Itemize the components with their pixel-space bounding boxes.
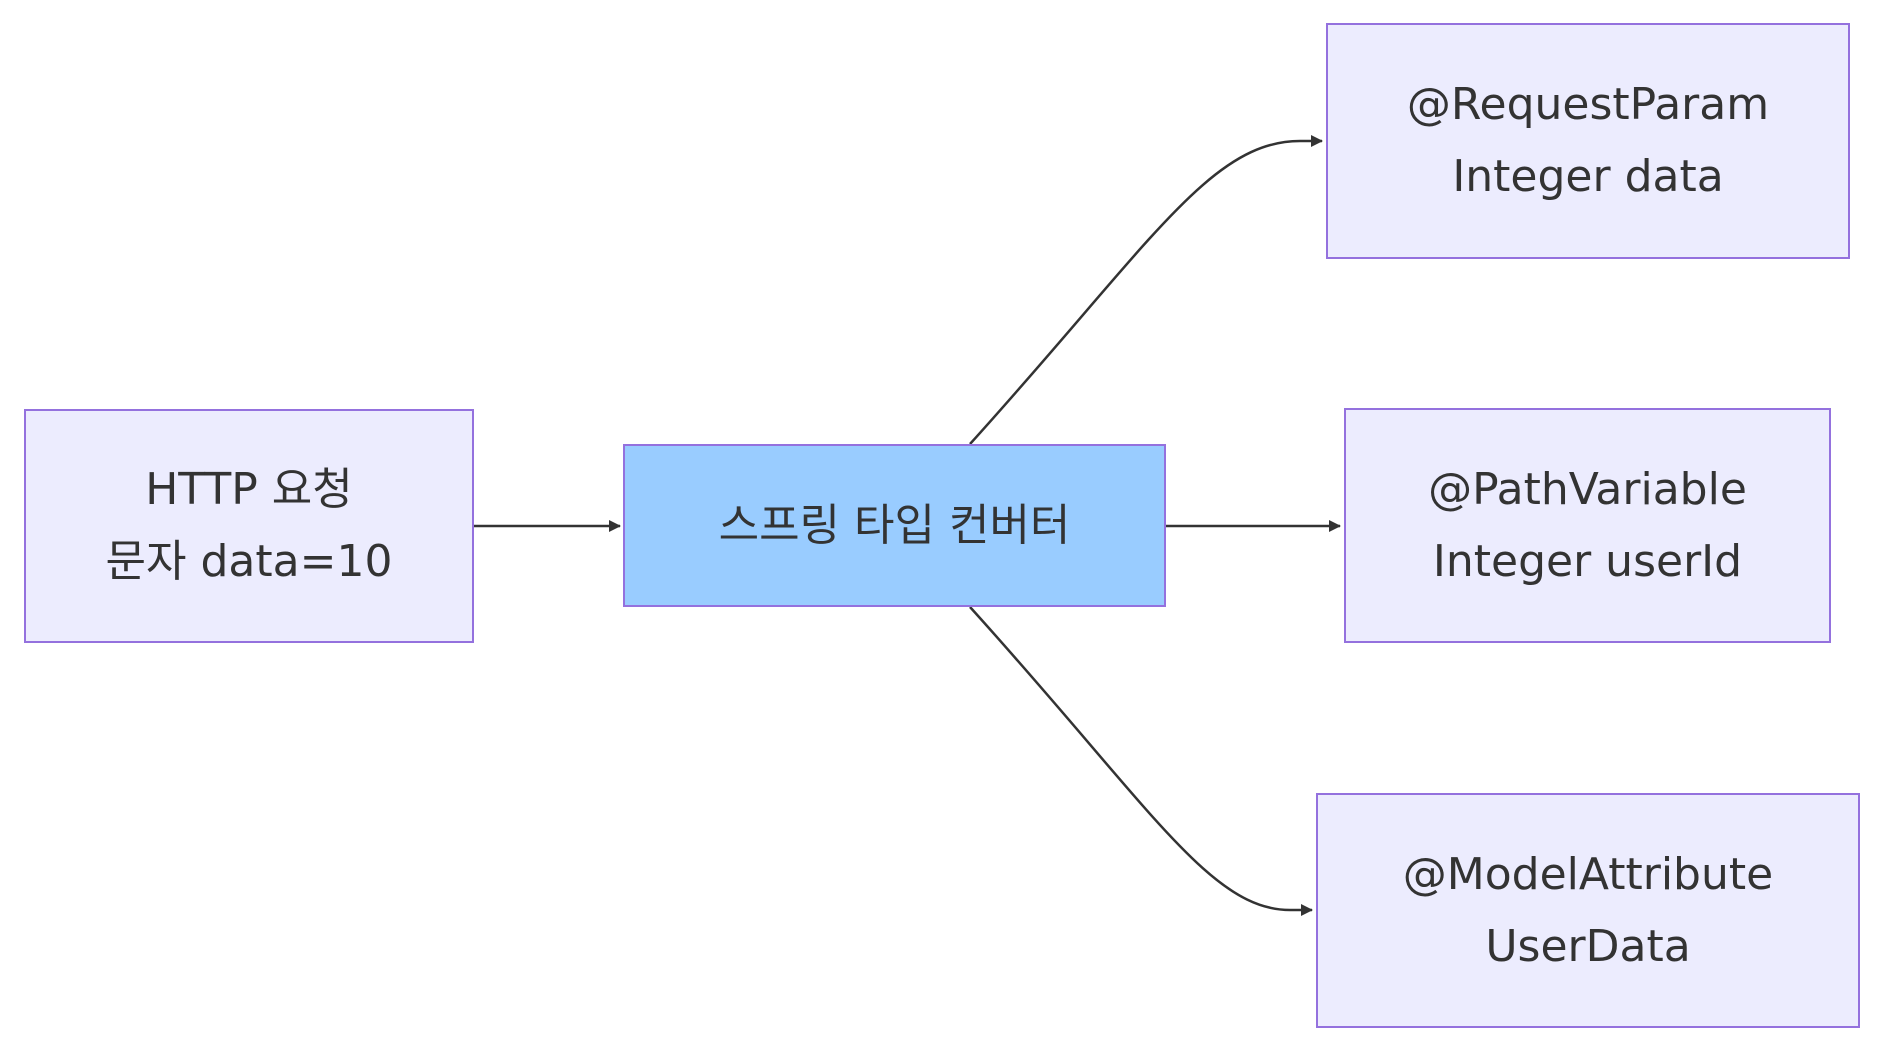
node-request-param: @RequestParam Integer data xyxy=(1326,23,1850,259)
node-type-converter: 스프링 타입 컨버터 xyxy=(623,444,1166,607)
node-type-converter-label: 스프링 타입 컨버터 xyxy=(718,499,1071,551)
node-request-param-line1: @RequestParam xyxy=(1406,79,1770,130)
node-path-variable: @PathVariable Integer userId xyxy=(1344,408,1831,643)
node-model-attribute-line1: @ModelAttribute xyxy=(1402,848,1774,900)
node-model-attribute: @ModelAttribute UserData xyxy=(1316,793,1860,1028)
edge-converter-to-requestparam xyxy=(969,135,1323,445)
node-model-attribute-line2: UserData xyxy=(1485,920,1691,972)
node-http-request-line1: HTTP 요청 xyxy=(145,464,353,515)
node-path-variable-line2: Integer userId xyxy=(1432,535,1743,587)
node-request-param-line2: Integer data xyxy=(1452,151,1724,202)
node-path-variable-line1: @PathVariable xyxy=(1428,463,1747,515)
node-http-request-line2: 문자 data=10 xyxy=(105,536,393,587)
node-http-request: HTTP 요청 문자 data=10 xyxy=(24,409,474,643)
edge-converter-to-modelattribute xyxy=(969,606,1313,916)
